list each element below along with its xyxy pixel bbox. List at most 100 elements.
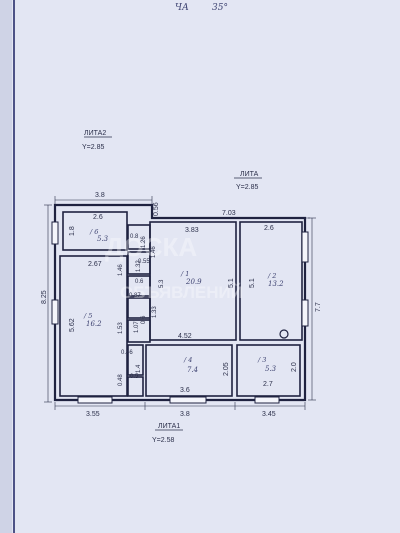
interior-walls: [59, 211, 303, 397]
room-labels: / 6 5.3 / 5 16.2 / 1 20.9 / 2 13.2 / 4: [83, 228, 284, 374]
dim-corridor-p: 0.5: [130, 374, 139, 380]
svg-text:/ 4: / 4: [183, 356, 192, 364]
room-4-label: / 4 7.4: [183, 356, 198, 374]
dim-outer-top-left: 3.8: [95, 192, 105, 199]
window-bottom-mid: [169, 396, 207, 404]
room-3-area: 5.3: [265, 365, 277, 373]
dim-room-5-height: 5.62: [69, 318, 76, 332]
window-right-lower: [301, 299, 309, 327]
dim-corridor-h: 0.87: [129, 293, 141, 299]
dim-corridor-i: 1.53: [118, 322, 124, 334]
cell-b: [127, 251, 151, 275]
room-5-number: 5: [88, 312, 92, 320]
dim-corridor-n: 1.4: [136, 364, 142, 373]
dim-outer-top-right: 7.03: [222, 210, 236, 217]
room-6-area: 5.3: [97, 235, 109, 243]
room-4-area: 7.4: [187, 366, 198, 374]
svg-text:/ 5: / 5: [83, 312, 92, 320]
cell-a: [127, 224, 151, 250]
dim-room-2-width: 2.6: [264, 225, 274, 232]
watermark-line-2: ОБЪЯВЛЕНИЙ: [120, 283, 243, 302]
dim-corridor-g: 0.6: [135, 279, 144, 285]
dim-corridor-j: 1.33: [152, 306, 158, 318]
dim-corridor-d: 1.32: [136, 260, 142, 272]
dim-corridor-a: 0.8: [130, 234, 139, 240]
binding-strip: [0, 0, 12, 533]
dimension-labels: 3.8 7.03 8.25 7.7 3.55 3.8 3.45 0.56 2.6…: [41, 192, 322, 418]
window-left-lower: [51, 299, 59, 325]
liter-a-height: Y=2.85: [236, 184, 258, 191]
liter-a-label: ЛИТА Y=2.85: [234, 171, 262, 191]
dim-room-1-bottom: 4.52: [178, 333, 192, 340]
corner-scribble: ЧА: [175, 3, 189, 13]
dim-room-4-width: 3.6: [180, 387, 190, 394]
dim-corridor-q: 5.3: [159, 279, 165, 288]
dim-room-5-width: 2.67: [88, 261, 102, 268]
cell-f: [127, 344, 144, 376]
room-1-label: / 1 20.9: [180, 270, 202, 286]
window-right-upper: [301, 231, 309, 263]
room-2-number: 2: [271, 272, 276, 280]
svg-text:/ 6: / 6: [89, 228, 98, 236]
dim-room-2-height: 5.1: [249, 278, 256, 288]
dim-outer-bottom-right: 3.45: [262, 411, 276, 418]
dim-outer-right: 7.7: [315, 302, 322, 312]
room-1-number: 1: [185, 270, 189, 278]
dim-room-6-width: 2.6: [93, 214, 103, 221]
dim-corridor-m: 0.46: [121, 350, 133, 356]
dim-outer-bottom-mid: 3.8: [180, 411, 190, 418]
dim-room-1-width: 3.83: [185, 227, 199, 234]
outer-walls: [53, 203, 307, 402]
room-6-number: 6: [94, 228, 98, 236]
room-4-number: 4: [187, 356, 192, 364]
room-3-label: / 3 5.3: [257, 356, 277, 373]
dim-outer-bottom-left: 3.55: [86, 411, 100, 418]
liter-a2-label: ЛИТА2 Y=2.85: [82, 130, 112, 151]
window-bottom-right: [254, 396, 280, 404]
dim-corridor-l: 1.07: [134, 321, 140, 333]
room-5-walls: [59, 255, 128, 397]
watermark: ДОСКА ОБЪЯВЛЕНИЙ: [105, 232, 243, 302]
room-2-walls: [239, 221, 303, 341]
dim-room-6-height: 1.8: [69, 226, 76, 236]
dim-corridor-o: 0.48: [118, 374, 124, 386]
watermark-line-1: ДОСКА: [105, 232, 197, 262]
dim-room-3-height: 2.0: [291, 362, 298, 372]
stove-icon: [279, 329, 289, 339]
cell-e: [127, 319, 151, 343]
room-6-walls: [62, 211, 128, 251]
liter-a-title: ЛИТА: [240, 171, 259, 178]
cell-d: [127, 297, 151, 319]
corner-number: 35°: [212, 3, 228, 13]
dim-room-1-height: 5.1: [228, 278, 235, 288]
liter-a1-title: ЛИТА1: [158, 423, 180, 430]
liter-a1-height: Y=2.58: [152, 437, 174, 444]
dim-step-vertical: 0.56: [153, 202, 160, 216]
dim-corridor-e: 0.55: [138, 259, 150, 265]
window-bottom-left: [77, 396, 113, 404]
dim-room-3-width: 2.7: [263, 381, 273, 388]
room-2-label: / 2 13.2: [267, 272, 284, 288]
svg-text:/ 3: / 3: [257, 356, 266, 364]
room-6-label: / 6 5.3: [89, 228, 109, 243]
dim-corridor-k: 0.6: [141, 315, 147, 324]
dim-corridor-f: 1.46: [118, 264, 124, 276]
liter-a2-title: ЛИТА2: [84, 130, 106, 137]
room-1-area: 20.9: [185, 278, 202, 286]
dim-corridor-c: 1.26: [141, 236, 147, 248]
window-left-upper: [51, 221, 59, 245]
cell-c: [127, 275, 151, 297]
liter-a1-label: ЛИТА1 Y=2.58: [152, 423, 183, 444]
svg-text:/ 1: / 1: [180, 270, 189, 278]
dim-outer-left: 8.25: [41, 290, 48, 304]
svg-text:/ 2: / 2: [267, 272, 276, 280]
windows: [51, 221, 309, 404]
dim-room-4-height: 2.05: [223, 362, 230, 376]
room-2-area: 13.2: [268, 280, 284, 288]
dim-corridor-b: 1.46: [151, 246, 157, 258]
cell-g: [127, 376, 144, 397]
room-3-number: 3: [262, 356, 266, 364]
liter-a2-height: Y=2.85: [82, 144, 104, 151]
